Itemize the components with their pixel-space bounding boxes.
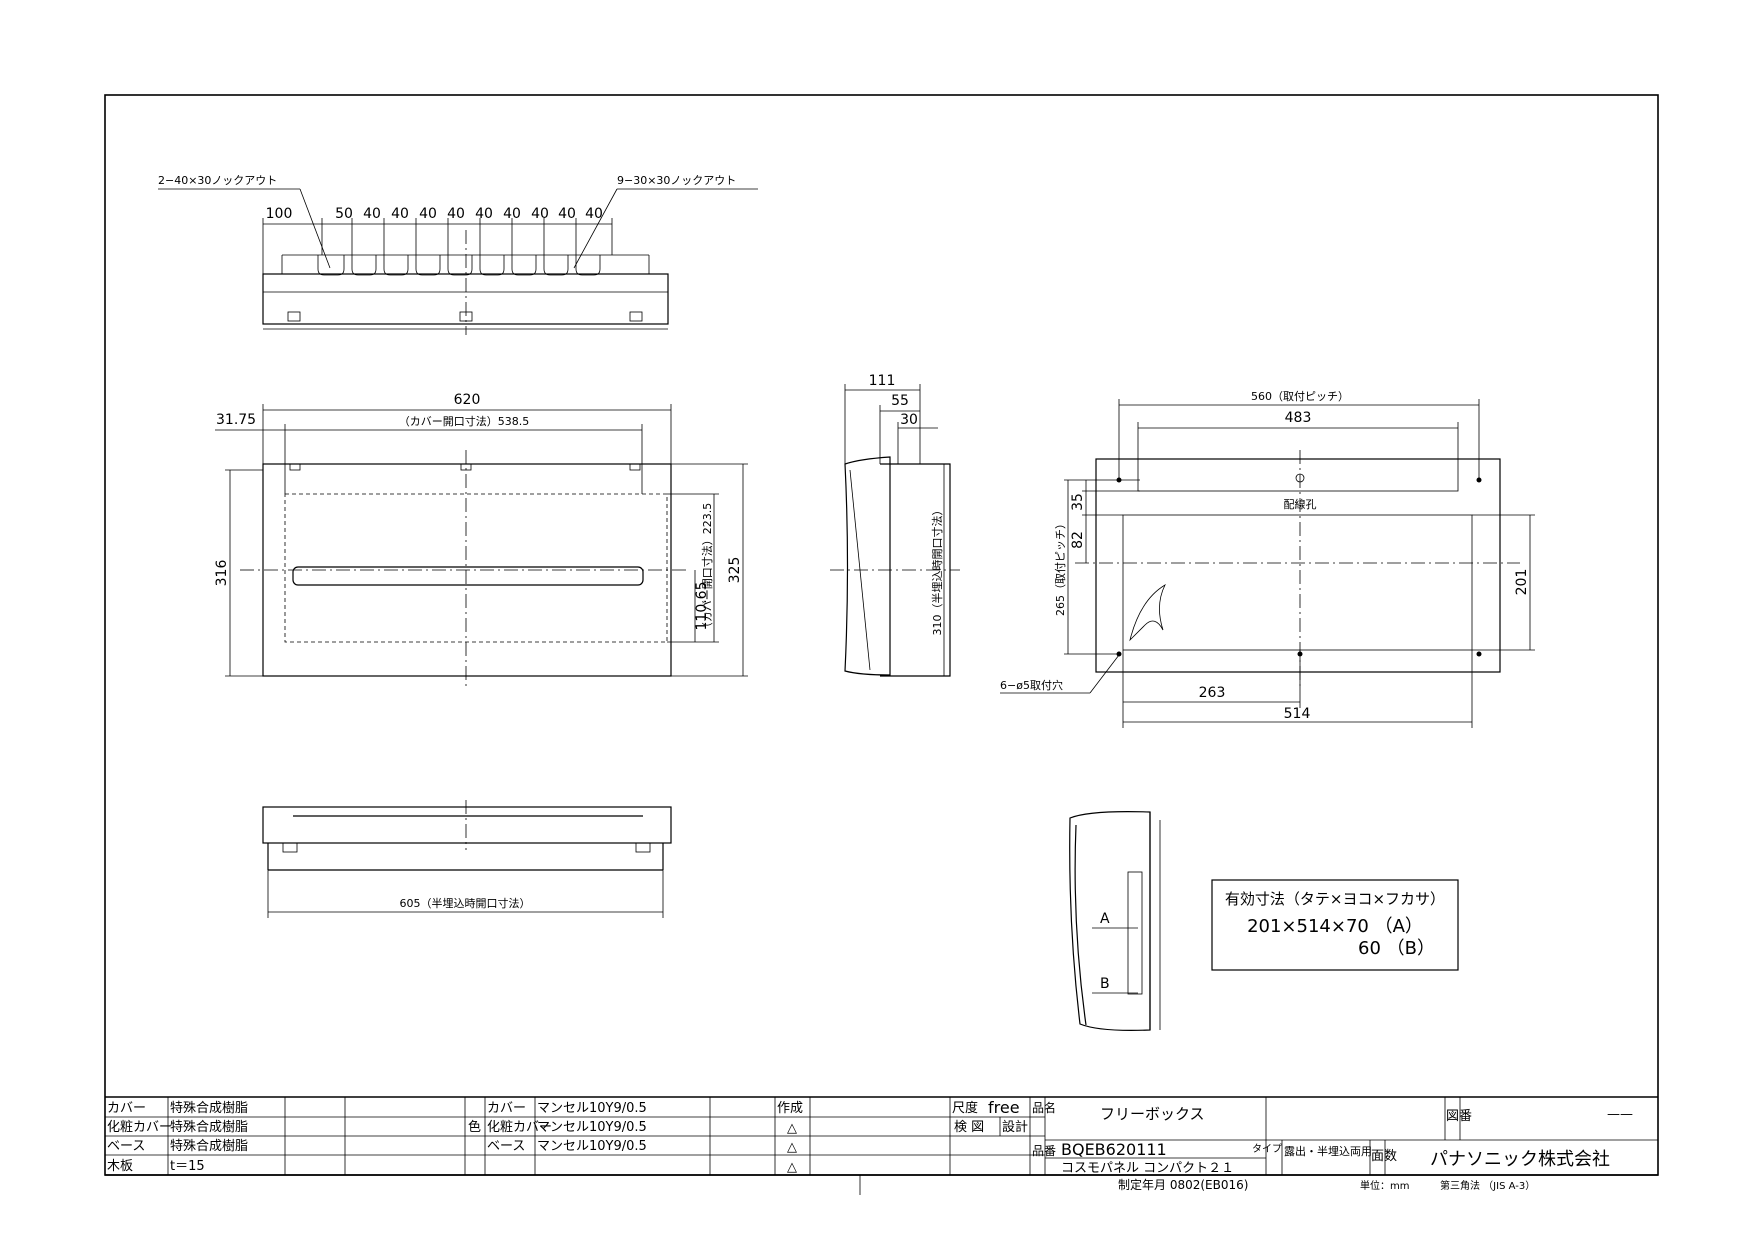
color-value-0: マンセル10Y9/0.5 <box>537 1101 647 1116</box>
pitch-dim: 560（取付ピッチ） <box>1251 390 1349 403</box>
hinban-label: 品番 <box>1032 1144 1056 1158</box>
triangle-1: △ <box>787 1140 797 1155</box>
scale-value: free <box>988 1098 1020 1117</box>
unit-text: 単位：mm <box>1360 1179 1409 1192</box>
pitch-v-dim: 265（取付ピッチ） <box>1054 518 1067 616</box>
top-pitch-3: 40 <box>391 206 409 222</box>
section-label-b: B <box>1100 976 1110 992</box>
mat-value-1: 特殊合成樹脂 <box>170 1120 248 1135</box>
top-pitch-10: 40 <box>585 206 603 222</box>
color-label: 色 <box>468 1119 481 1135</box>
depth-dim: 111 <box>869 373 896 389</box>
knockout-right-label: 9−30×30ノックアウト <box>617 174 736 187</box>
top-pitch-7: 40 <box>503 206 521 222</box>
color-value-1: マンセル10Y9/0.5 <box>537 1120 647 1135</box>
made-label: 作成 <box>777 1101 803 1116</box>
front-width-dim: 620 <box>454 392 481 408</box>
mat-value-3: t＝15 <box>170 1159 205 1174</box>
bottom-view: 605（半埋込時開口寸法） <box>262 800 672 918</box>
top-pitch-6: 40 <box>475 206 493 222</box>
design-label: 設計 <box>1002 1119 1028 1135</box>
color-part-0: カバー <box>487 1101 526 1116</box>
inner-width-dim: 483 <box>1285 410 1312 426</box>
mat-part-2: ベース <box>107 1139 145 1154</box>
cover-opening-dim: （カバー開口寸法）538.5 <box>399 414 530 428</box>
top-pitch-5: 40 <box>447 206 465 222</box>
mat-part-1: 化粧カバー <box>107 1120 172 1135</box>
top-view: 100 50 40 40 40 40 40 40 40 40 40 50 2−4… <box>158 174 758 335</box>
section-view: A B <box>1069 811 1161 1031</box>
type-value: 露出・半埋込両用 <box>1284 1144 1372 1158</box>
knockout-left-label: 2−40×30ノックアウト <box>158 174 277 187</box>
date-text: 制定年月 0802(EB016) <box>1118 1177 1248 1192</box>
side-view: 111 55 30 310（半埋込時開口寸法） <box>830 373 960 677</box>
offset-bottom-dim: 110.65 <box>694 582 710 631</box>
section-label-a: A <box>1100 911 1110 927</box>
mat-value-2: 特殊合成樹脂 <box>170 1139 248 1154</box>
product-name: フリーボックス <box>1100 1105 1205 1123</box>
type-label: タイプ <box>1252 1143 1282 1155</box>
top-pitch-2: 40 <box>363 206 381 222</box>
mat-part-3: 木板 <box>107 1159 133 1174</box>
face-label: 面数 <box>1371 1149 1397 1164</box>
semi-flush-dim: 310（半埋込時開口寸法） <box>930 505 944 636</box>
mat-part-0: カバー <box>107 1101 146 1116</box>
series-name: コスモパネル コンパクト２１ <box>1061 1161 1234 1176</box>
model-number: BQEB620111 <box>1061 1140 1167 1159</box>
triangle-0: △ <box>787 1121 797 1136</box>
d263-dim: 263 <box>1199 685 1226 701</box>
projection-text: 第三角法 （JIS A-3） <box>1440 1179 1535 1192</box>
pin-label: 品名 <box>1032 1100 1056 1115</box>
top-pitch-9: 40 <box>558 206 576 222</box>
color-value-2: マンセル10Y9/0.5 <box>537 1139 647 1154</box>
bottom-opening-dim: 605（半埋込時開口寸法） <box>400 896 531 910</box>
height-left-dim: 316 <box>214 560 230 587</box>
height-right-dim: 325 <box>727 557 743 584</box>
top-pitch-0: 100 <box>266 206 293 222</box>
effective-line2: 60 （B） <box>1358 938 1435 959</box>
triangle-2: △ <box>787 1160 797 1175</box>
depth2-dim: 55 <box>891 393 909 409</box>
d35-dim: 35 <box>1070 493 1086 511</box>
depth3-dim: 30 <box>900 412 918 428</box>
company-name: パナソニック株式会社 <box>1430 1149 1610 1170</box>
wiring-hole-label: 配線孔 <box>1284 497 1317 511</box>
top-pitch-8: 40 <box>531 206 549 222</box>
check-label: 検 図 <box>954 1120 984 1135</box>
title-block: カバー 特殊合成樹脂 化粧カバー 特殊合成樹脂 ベース 特殊合成樹脂 木板 t＝… <box>105 1096 1658 1195</box>
mat-value-0: 特殊合成樹脂 <box>170 1101 248 1116</box>
d514-dim: 514 <box>1284 706 1311 722</box>
back-view: 配線孔 560（取付ピッチ） 483 265（取付ピッチ） 35 82 201 … <box>1000 390 1535 728</box>
cover-opening-h-dim: （カバー開口寸法）223.5 <box>700 503 714 634</box>
mount-holes-label: 6−ø5取付穴 <box>1000 678 1063 692</box>
effective-title: 有効寸法（タテ×ヨコ×フカサ） <box>1225 890 1445 908</box>
effective-line1: 201×514×70 （A） <box>1247 916 1423 937</box>
top-pitch-1: 50 <box>335 206 353 222</box>
front-view: 620 （カバー開口寸法）538.5 31.75 316 325 （カバー開口寸… <box>214 392 748 690</box>
color-part-1: 化粧カバー <box>487 1120 552 1135</box>
left-offset-dim: 31.75 <box>216 412 256 428</box>
d201-dim: 201 <box>1514 569 1530 596</box>
fig-label: 図番 <box>1446 1109 1472 1124</box>
scale-label: 尺度 <box>952 1100 978 1116</box>
top-pitch-4: 40 <box>419 206 437 222</box>
fig-value: —— <box>1607 1107 1633 1122</box>
color-part-2: ベース <box>487 1139 525 1154</box>
drawing-frame <box>104 94 1659 1176</box>
d82-dim: 82 <box>1070 531 1086 549</box>
effective-dimensions-box: 有効寸法（タテ×ヨコ×フカサ） 201×514×70 （A） 60 （B） <box>1211 879 1459 971</box>
